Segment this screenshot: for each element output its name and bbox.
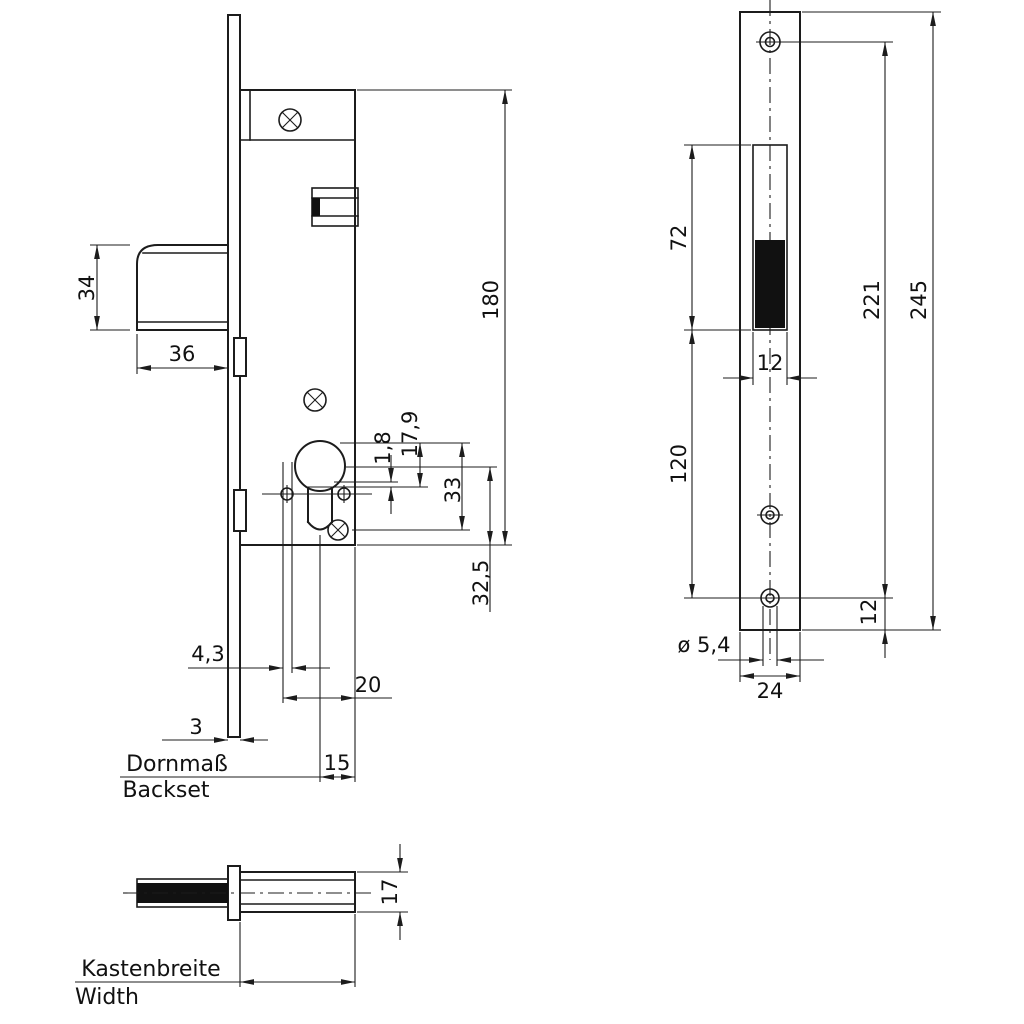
dim-cyl-cutout-height: 33 bbox=[441, 477, 465, 504]
lock-side-view: 34 36 180 1,8 17,9 33 bbox=[75, 14, 512, 803]
strike-hole-top bbox=[756, 31, 784, 53]
cylinder-hole bbox=[294, 440, 346, 531]
faceplate-tab-upper bbox=[233, 337, 247, 377]
backset-label-de: Dornmaß bbox=[126, 752, 228, 777]
case-top-view bbox=[239, 871, 356, 913]
lock-top-view: 17 Kastenbreite Width bbox=[75, 844, 408, 1010]
dim-plate-width: 24 bbox=[757, 679, 784, 703]
dim-edge-offset: 12 bbox=[857, 599, 881, 626]
cylinder-screw-holes bbox=[262, 485, 372, 503]
dim-latch-depth: 36 bbox=[169, 342, 196, 366]
dim-faceplate-thickness: 3 bbox=[189, 715, 202, 739]
faceplate-tab-lower bbox=[233, 489, 247, 532]
dim-latch-height: 34 bbox=[75, 275, 99, 302]
dim-cyl-bottom-offset: 32,5 bbox=[469, 560, 493, 607]
dim-cutout-to-hole: 120 bbox=[667, 444, 691, 484]
dim-case-height: 180 bbox=[479, 280, 503, 320]
dim-cutout-height: 72 bbox=[667, 225, 691, 252]
width-label-en: Width bbox=[75, 985, 139, 1010]
screw-bottom-icon bbox=[327, 519, 349, 541]
screw-top-icon bbox=[278, 108, 302, 132]
screw-middle-icon bbox=[303, 388, 327, 412]
dim-slot-offset: 20 bbox=[355, 673, 382, 697]
dim-gap: 1,8 bbox=[371, 431, 395, 464]
strike-hole-bottom bbox=[757, 588, 783, 608]
dim-cyl-top-offset: 17,9 bbox=[398, 411, 422, 458]
dim-case-thickness: 17 bbox=[378, 879, 402, 906]
dim-cutout-width: 12 bbox=[757, 351, 784, 375]
lock-case-outline bbox=[239, 89, 356, 546]
top-view-dimensions: 17 Kastenbreite Width bbox=[75, 844, 408, 1010]
dim-hole-diameter: ø 5,4 bbox=[678, 633, 731, 657]
side-view-dimensions: 34 36 180 1,8 17,9 33 bbox=[75, 89, 512, 803]
latch-follower bbox=[311, 187, 359, 227]
strike-latch-cutout bbox=[752, 144, 788, 331]
width-label-de: Kastenbreite bbox=[81, 957, 220, 982]
dim-plate-height: 245 bbox=[907, 280, 931, 320]
strike-view-dimensions: 72 120 12 221 12 245 bbox=[667, 11, 941, 703]
strike-plate-view: 72 120 12 221 12 245 bbox=[667, 0, 941, 703]
strike-hole-middle bbox=[757, 505, 783, 525]
latch-bolt-side bbox=[136, 244, 229, 331]
backset-label-en: Backset bbox=[122, 778, 209, 803]
dim-slot-width: 4,3 bbox=[191, 642, 224, 666]
dim-hole-span: 221 bbox=[860, 280, 884, 320]
dim-backset: 15 bbox=[324, 751, 351, 775]
